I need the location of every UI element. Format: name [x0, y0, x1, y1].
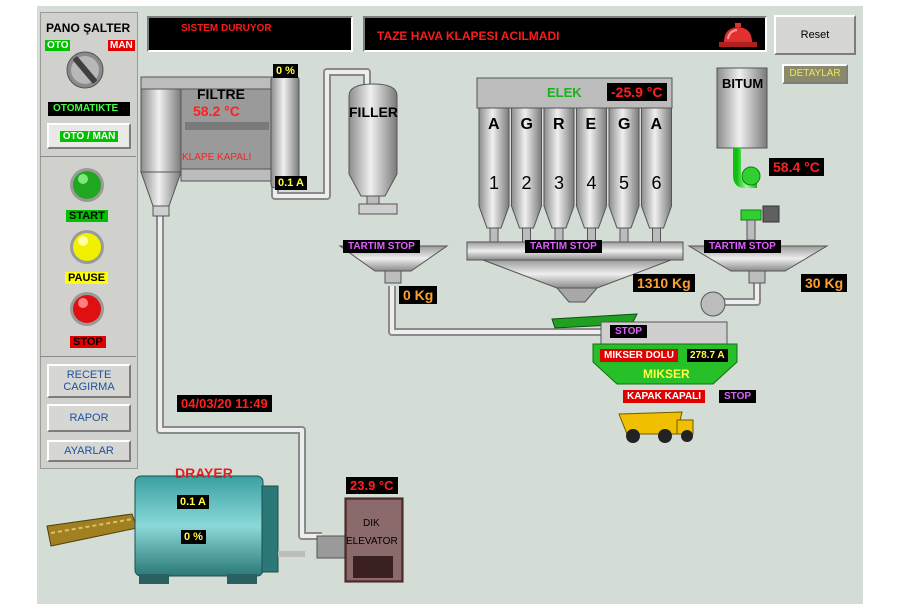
screen-bin-gate-1 — [489, 227, 499, 243]
filter-damper-status: KLAPE KAPALI — [182, 152, 252, 163]
mixer-cover-status: KAPAK KAPALI — [623, 390, 706, 403]
screen-bin-4 — [576, 107, 607, 229]
rotary-switch-icon[interactable] — [65, 50, 105, 90]
switch-title: PANO ŞALTER — [46, 21, 131, 35]
screen-bin-number: 4 — [586, 173, 597, 193]
screen-bin-3 — [543, 107, 575, 229]
report-button-label: RAPOR — [69, 412, 109, 424]
screen-bin-gate-6 — [652, 227, 661, 243]
start-lamp-icon[interactable] — [69, 167, 105, 203]
mode-status-text: OTOMATIKTE — [53, 103, 119, 114]
bitumen-title: BITUM — [722, 76, 764, 91]
bitumen-tank — [687, 67, 829, 284]
recipe-button-line2: CAGIRMA — [63, 381, 115, 393]
pause-lamp-icon[interactable] — [69, 229, 105, 265]
pipes — [156, 68, 761, 540]
pause-label: PAUSE — [65, 272, 109, 284]
oto-man-button[interactable]: OTO / MAN — [47, 123, 131, 149]
elevator-unit — [316, 497, 404, 583]
bitumen-weigh-status: TARTIM STOP — [704, 240, 781, 253]
screen-bin-number: 3 — [554, 173, 565, 193]
recipe-button[interactable]: RECETE CAGIRMA — [47, 364, 131, 398]
alarm-bell-icon — [719, 23, 757, 47]
mixer-current: 278.7 A — [687, 349, 728, 362]
reset-button[interactable]: Reset — [774, 15, 856, 55]
screen-weigh-status: TARTIM STOP — [525, 240, 602, 253]
stop-lamp-icon[interactable] — [69, 291, 105, 327]
elevator-label-line1: DIK — [363, 518, 380, 529]
screen-bin-6 — [641, 107, 672, 229]
screen-weight: 1310 Kg — [633, 274, 695, 292]
oto-label: OTO — [45, 40, 71, 51]
screen-bin-2 — [511, 107, 542, 229]
screen-bin-letter: E — [585, 116, 597, 133]
filler-title: FILLER — [349, 104, 398, 120]
recipe-button-line1: RECETE — [66, 369, 112, 381]
elevator-temperature: 23.9 °C — [346, 477, 398, 494]
dryer-unit — [46, 475, 305, 584]
filter-temp-bg — [185, 122, 269, 130]
system-status-box: SISTEM DURUYOR — [147, 16, 353, 52]
screen-bin-gate-5 — [619, 227, 629, 243]
truck-status: STOP — [719, 390, 757, 403]
bitumen-weight: 30 Kg — [801, 274, 848, 292]
screen-bin-number: 1 — [489, 173, 500, 193]
mixer-conveyor-status: STOP — [610, 325, 648, 338]
details-button-label: DETAYLAR — [789, 68, 841, 79]
separator-line-2 — [40, 356, 136, 357]
screen-bin-letter: G — [618, 116, 631, 133]
screen-bin-number: 5 — [619, 173, 630, 193]
filter-fan-current: 0.1 A — [275, 176, 307, 190]
settings-button-label: AYARLAR — [64, 445, 114, 457]
dryer-current: 0.1 A — [177, 495, 209, 509]
screen-bin-number: 6 — [651, 173, 662, 193]
elevator-label-line2: ELEVATOR — [346, 536, 398, 547]
screen-title: ELEK — [547, 85, 582, 100]
stop-label: STOP — [70, 336, 106, 348]
reset-button-label: Reset — [800, 29, 830, 41]
screen-bin-number: 2 — [521, 173, 532, 193]
screen-bin-letter: R — [553, 116, 565, 133]
filter-title: FILTRE — [197, 86, 245, 102]
dryer-title: DRAYER — [175, 465, 233, 481]
plant-schematic — [46, 67, 829, 584]
screen-bin-letter: A — [488, 116, 500, 133]
mixer-title: MIKSER — [643, 367, 690, 381]
filter-temperature: 58.2 °C — [193, 103, 240, 119]
screen-bin-5 — [608, 107, 640, 229]
details-button[interactable]: DETAYLAR — [782, 64, 848, 84]
system-status-text: SISTEM DURUYOR — [181, 23, 272, 34]
screen-bin-letter: G — [520, 116, 533, 133]
screen-bin-letter: A — [650, 116, 663, 133]
mixer-full-status: MIKSER DOLU — [598, 347, 680, 364]
mode-status-box — [48, 102, 130, 116]
truck-icon — [618, 411, 694, 443]
alarm-message-box: TAZE HAVA KLAPESI ACILMADI — [363, 16, 767, 52]
filter-fan-percent: 0 % — [273, 64, 298, 78]
filler-silo — [338, 83, 449, 284]
start-label: START — [66, 210, 108, 222]
datetime-display: 04/03/20 11:49 — [177, 395, 272, 412]
filler-weight: 0 Kg — [399, 286, 438, 304]
dryer-percent: 0 % — [181, 530, 206, 544]
screen-bin-1 — [478, 107, 510, 229]
alarm-message-text: TAZE HAVA KLAPESI ACILMADI — [377, 29, 560, 43]
man-label: MAN — [108, 40, 135, 51]
filler-weigh-status: TARTIM STOP — [343, 240, 420, 253]
settings-button[interactable]: AYARLAR — [47, 440, 131, 462]
bitumen-temperature: 58.4 °C — [769, 158, 824, 176]
report-button[interactable]: RAPOR — [47, 404, 131, 432]
oto-man-button-label: OTO / MAN — [59, 131, 119, 142]
scada-screen: SISTEM DURUYOR TAZE HAVA KLAPESI ACILMAD… — [37, 6, 863, 604]
separator-line — [40, 156, 136, 157]
screen-temperature: -25.9 °C — [607, 83, 667, 101]
